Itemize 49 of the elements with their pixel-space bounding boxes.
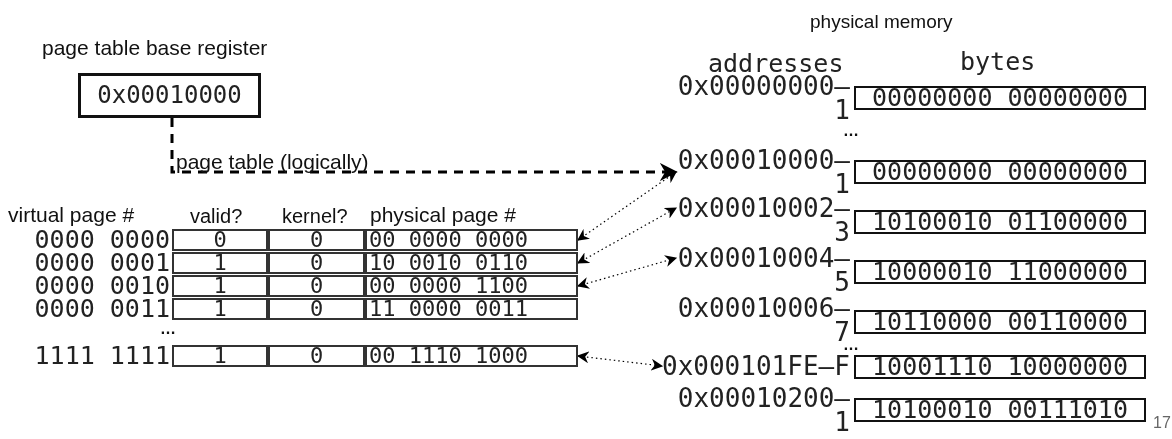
memory-cell: 10001110 10000000 (854, 355, 1146, 379)
row-label: 0000 0010 (34, 275, 170, 297)
column-heading: virtual page # (8, 203, 135, 227)
arrow (170, 118, 678, 181)
row-label: 1111 1111 (34, 345, 170, 367)
table-cell: 00 1110 1000 (365, 345, 578, 367)
memory-cell: 10100010 01100000 (854, 210, 1146, 234)
memory-address: 0x00010002–3 (676, 196, 850, 244)
arrow (576, 255, 678, 289)
table-cell: 1 (172, 275, 268, 297)
memory-address: 0x000101FE–F (662, 354, 850, 378)
table-cell: 0 (268, 252, 365, 274)
register-value: 0x00010000 (78, 73, 261, 118)
table-cell: 1 (172, 252, 268, 274)
memory-address: 0x00010004–5 (676, 246, 850, 294)
ellipsis: … (843, 122, 859, 140)
column-heading: physical page # (370, 203, 516, 227)
table-cell: 0 (172, 229, 268, 251)
memory-cell: 10000010 11000000 (854, 260, 1146, 284)
table-cell: 11 0000 0011 (365, 298, 578, 320)
row-label: 0000 0011 (34, 298, 170, 320)
table-cell: 00 0000 0000 (365, 229, 578, 251)
table-heading: page table (logically) (176, 150, 369, 174)
column-heading: kernel? (282, 205, 348, 227)
arrow (576, 351, 664, 371)
column-heading: bytes (960, 48, 1036, 76)
column-heading: valid? (190, 205, 243, 227)
register-heading: page table base register (42, 36, 268, 60)
table-cell: 10 0010 0110 (365, 252, 578, 274)
memory-cell: 00000000 00000000 (854, 160, 1146, 184)
memory-cell: 10100010 00111010 (854, 398, 1146, 422)
table-cell: 00 0000 1100 (365, 275, 578, 297)
memory-address: 0x00010200–1 (676, 386, 850, 434)
memory-cell: 00000000 00000000 (854, 86, 1146, 110)
row-label: 0000 0001 (34, 252, 170, 274)
memory-address: 0x00010000–1 (676, 148, 850, 196)
table-cell: 0 (268, 275, 365, 297)
row-label: 0000 0000 (34, 229, 170, 251)
memory-cell: 10110000 00110000 (854, 310, 1146, 334)
ellipsis: … (160, 320, 176, 338)
table-cell: 0 (268, 298, 365, 320)
table-cell: 0 (268, 345, 365, 367)
table-cell: 1 (172, 298, 268, 320)
table-cell: 0 (268, 229, 365, 251)
arrow (576, 207, 678, 264)
page-number: 17 (1153, 414, 1171, 432)
arrow (577, 171, 677, 241)
section-heading: physical memory (810, 12, 953, 33)
table-cell: 1 (172, 345, 268, 367)
